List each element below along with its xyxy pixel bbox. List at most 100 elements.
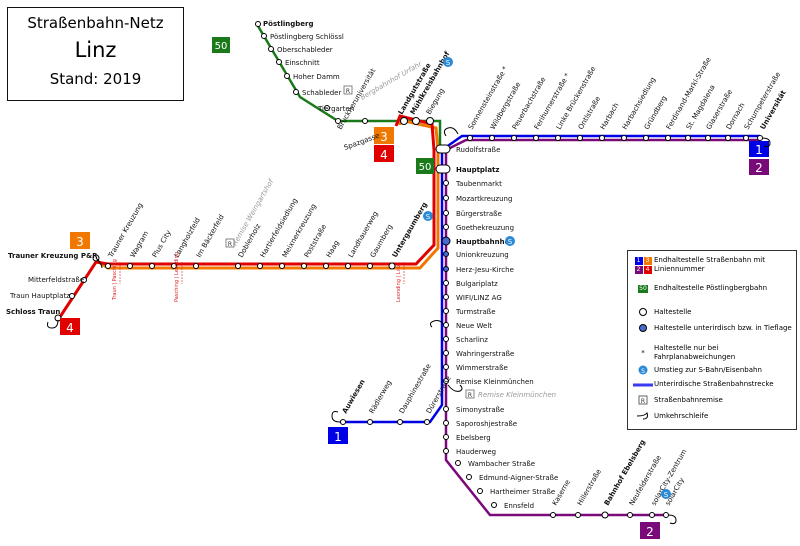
map-title-box: Straßenbahn-Netz Linz Stand: 2019 — [7, 7, 184, 101]
legend-haltestelle-text: Haltestelle — [654, 307, 692, 316]
label-auwiesen: Auwiesen — [341, 378, 367, 415]
label-einschnitt: Einschnitt — [285, 59, 320, 67]
loop-icon-solarcity — [667, 514, 677, 525]
stop-ennsfeld — [491, 502, 497, 508]
badge-3-traun: 3 — [70, 232, 90, 249]
legend-loop-icon — [632, 411, 654, 421]
stop-biegung — [426, 117, 434, 125]
stop-neue-welt — [443, 322, 449, 328]
label-edmund-aigner-strasse: Edmund-Aigner-Straße — [479, 474, 558, 482]
label-gaumberg: Gaumberg — [369, 223, 394, 259]
stop-peuerbachstrasse — [511, 135, 517, 141]
stop-duererstrasse — [424, 419, 430, 425]
legend-unterirdisch-text: Unterirdische Straßenbahnstrecke — [654, 380, 774, 388]
svg-text:50: 50 — [215, 41, 228, 52]
stop-dauphinestrasse — [397, 419, 403, 425]
badge-2-solarcity: 2 — [640, 522, 660, 539]
label-raedlerweg: Rädlerweg — [368, 379, 393, 415]
badge-50-trunk: 50 — [416, 158, 434, 174]
label-hoher-damm: Hoher Damm — [293, 73, 340, 81]
stop-universitaet — [757, 135, 763, 141]
label-wimmerstrasse: Wimmerstraße — [456, 364, 508, 372]
label-hartlerfeldsiedlung: Hartlerfeldsiedlung — [259, 197, 299, 259]
label-trauner-kreuzung-pr: Trauner Kreuzung P&R — [8, 252, 98, 260]
stop-wambacher-strasse — [455, 460, 461, 466]
badge-4-urfahr: 4 — [374, 145, 394, 162]
stop-dornach — [725, 135, 731, 141]
svg-text:1: 1 — [334, 430, 342, 444]
svg-text:2: 2 — [646, 525, 654, 539]
loop-icon-universitaet — [761, 137, 771, 148]
badge-3-urfahr: 3 — [374, 127, 394, 144]
stop-im-baeckerfeld — [193, 263, 199, 269]
legend-remise-text: Straßenbahnremise — [654, 395, 723, 404]
stop-wifi-linz-ag — [443, 294, 449, 300]
stop-bulgariplatz — [443, 280, 449, 286]
label-hartheimer-strasse: Hartheimer Straße — [490, 488, 555, 496]
stop-schumpeterstrasse — [743, 135, 749, 141]
stop-meixnerkreuzung — [279, 263, 285, 269]
label-hauderweg: Hauderweg — [456, 448, 496, 456]
legend-underground-line-icon — [632, 382, 654, 388]
label-herz-jesu-kirche: Herz-Jesu-Kirche — [456, 266, 514, 274]
svg-text:R: R — [641, 398, 645, 405]
badge-4-traun: 4 — [60, 318, 80, 335]
label-scharlinz: Scharlinz — [456, 336, 488, 344]
legend-umstieg-text: Umstieg zur S-Bahn/Eisenbahn — [654, 365, 762, 374]
label-hauptbahnhof: Hauptbahnhof — [456, 238, 513, 246]
label-remise-kleinmuenchen-depot: Remise Kleinmünchen — [478, 391, 556, 399]
stop-gruendberg — [643, 135, 649, 141]
legend-haltestelle-ausnahme-text: Haltestelle nur bei Fahrplanabweichungen — [654, 344, 736, 361]
label-saporoshjestrasse: Saporoshjestraße — [456, 420, 517, 428]
stop-wildbergstrasse — [489, 135, 495, 141]
stop-linke-brueckenstrasse — [555, 135, 561, 141]
stop-ferdinand-markl-strasse — [665, 135, 671, 141]
legend-row-unterirdisch: Unterirdische Straßenbahnstrecke — [632, 380, 794, 389]
stop-hillerstrasse — [575, 512, 581, 518]
stop-einschnitt — [276, 59, 282, 65]
stop-neufelderstrasse — [627, 512, 633, 518]
svg-text:1: 1 — [755, 143, 763, 157]
svg-text:S: S — [426, 213, 431, 221]
label-wahringerstrasse: Wahringerstraße — [456, 350, 514, 358]
map-title: Straßenbahn-Netz — [27, 14, 164, 32]
label-untergaumberg: Untergaumberg — [391, 201, 429, 259]
legend-row-haltestelle-tief: Haltestelle unterirdisch bzw. in Tieflag… — [632, 323, 794, 333]
stop-st-magdalena — [685, 135, 691, 141]
stop-hoher-damm — [284, 73, 290, 79]
stop-solarcity — [663, 512, 669, 518]
badge-1-auwiesen: 1 — [328, 427, 348, 444]
map-city: Linz — [74, 38, 117, 62]
stop-haag — [323, 263, 329, 269]
stop-hauderweg — [443, 448, 449, 454]
stop-landgutstrasse — [400, 117, 408, 125]
label-ebelsberg: Ebelsberg — [456, 434, 491, 442]
loop-icon-neue-welt — [429, 320, 445, 328]
stop-harbach — [599, 135, 605, 141]
stop-hauptbahnhof — [441, 236, 451, 246]
sbahn-icon-hauptbahnhof: S — [505, 236, 515, 246]
remise-icon-kleinmuenchen: R — [465, 389, 475, 399]
label-mitterfeldstrasse: Mitterfeldstraße — [28, 276, 84, 284]
svg-text:R: R — [346, 88, 350, 95]
svg-text:R: R — [468, 392, 472, 399]
svg-text:S: S — [508, 238, 513, 246]
legend-umkehrschleife-text: Umkehrschleife — [654, 411, 709, 420]
label-wagram: Wagram — [129, 230, 151, 259]
label-goethekreuzung: Goethekreuzung — [456, 224, 514, 232]
stop-tiergarten — [324, 105, 330, 111]
stop-buergerstrasse — [443, 210, 449, 216]
stop-raedlerweg — [367, 419, 373, 425]
legend-row-haltestelle: Haltestelle — [632, 307, 794, 317]
stop-poestlingberg-schloessl — [261, 33, 267, 39]
legend: 1 3 2 4 Endhaltestelle Straßenbahn mit L… — [627, 250, 797, 430]
stop-wimmerstrasse — [443, 364, 449, 370]
stop-trauner-kreuzung — [105, 263, 111, 269]
legend-row-endhaltestelle-poe: 50 Endhaltestelle Pöstlingbergbahn — [632, 284, 794, 293]
legend-row-umstieg: S Umstieg zur S-Bahn/Eisenbahn — [632, 365, 794, 375]
label-hauptplatz: Hauptplatz — [456, 166, 499, 174]
badge-1-universitaet: 1 — [749, 141, 769, 157]
stop-landhauerweg — [345, 263, 351, 269]
legend-sbahn-icon: S — [632, 365, 654, 375]
